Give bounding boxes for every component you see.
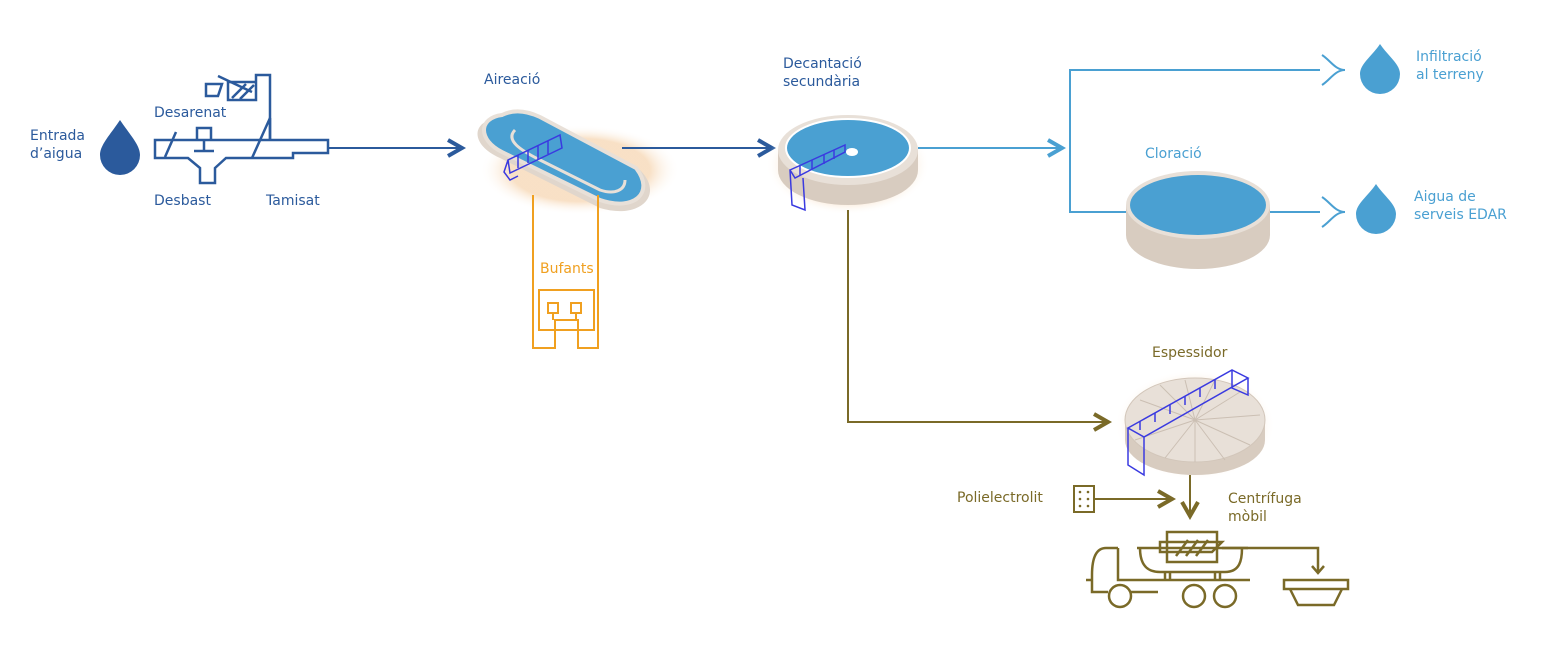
pretreatment-structure [153,73,330,185]
aeration-tank [477,109,680,215]
sludge-flow-line [847,210,1108,422]
secondary-decanter [766,115,930,215]
chlorination-tank [1126,171,1270,269]
mobile-centrifuge-truck [1086,530,1350,609]
label-sieving: Tamisat [266,193,320,209]
inlet-drop-icon [100,120,140,175]
label-chlorination: Cloració [1145,146,1202,162]
label-water-inlet: Entrada d’aigua [30,128,86,162]
label-secondary-decanter: Decantació secundària [783,56,862,90]
label-blowers: Bufants [540,261,594,277]
label-infiltration: Infiltració al terreny [1416,49,1484,83]
polyelectrolyte-tank-icon [1073,485,1095,513]
label-mobile-centrifuge: Centrífuga mòbil [1228,491,1302,525]
infiltration-drop-icon [1360,44,1400,94]
thickener [1115,369,1275,480]
label-grit-removal: Desarenat [154,105,227,121]
label-thickener: Espessidor [1152,345,1228,361]
label-service-water: Aigua de serveis EDAR [1414,189,1507,223]
label-aeration: Aireació [484,72,541,88]
infiltration-arrow-icon [1321,54,1346,86]
label-screening: Desbast [154,193,211,209]
blowers [532,195,599,349]
services-drop-icon [1356,184,1396,234]
services-arrow-icon [1321,196,1346,228]
label-polyelectrolyte: Polielectrolit [957,490,1043,506]
